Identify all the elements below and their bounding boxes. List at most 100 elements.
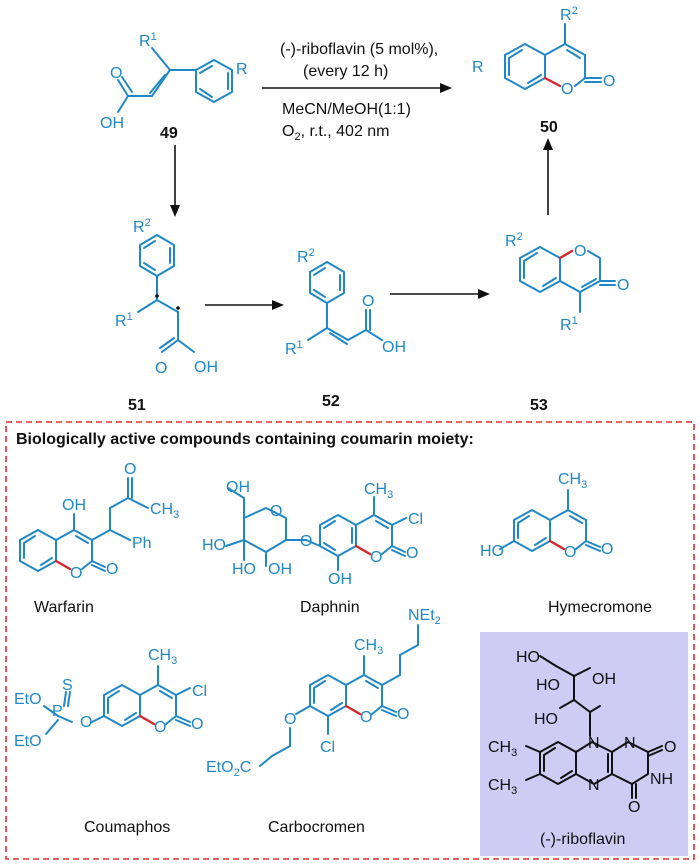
compound-50 (504, 23, 602, 90)
riboflavin-n5: N (588, 777, 600, 794)
warfarin-label: Warfarin (34, 599, 94, 616)
label-52: 52 (322, 393, 340, 410)
conditions-line2: (every 12 h) (303, 63, 388, 80)
o-label-49: O (110, 65, 122, 82)
r1-label-49: R1 (139, 31, 157, 50)
r1-label-51: R1 (115, 311, 133, 330)
hymecromone-structure (499, 489, 601, 552)
daphnin-structure (225, 487, 407, 571)
riboflavin-ch3-top: CH3 (488, 739, 517, 759)
carbocromen-cl: Cl (320, 739, 335, 756)
compound-49 (117, 47, 233, 113)
box-title: Biologically active compounds containing… (16, 431, 474, 448)
conditions-line1: (-)-riboflavin (5 mol%), (280, 41, 438, 58)
coumaphos-label: Coumaphos (84, 819, 170, 836)
riboflavin-n1: N (624, 735, 636, 752)
daphnin-ch3: CH3 (364, 481, 393, 501)
riboflavin-ho-bottom: HO (534, 711, 558, 728)
daphnin-ho-bottom: HO (232, 561, 256, 578)
r2-label-52: R2 (297, 247, 315, 266)
riboflavin-n10: N (588, 735, 600, 752)
hymecromone-ch3: CH3 (558, 471, 587, 491)
riboflavin-ch3-bottom: CH3 (488, 777, 517, 797)
warfarin-oh: OH (62, 497, 86, 514)
daphnin-oh-bottom: OH (328, 571, 352, 588)
o-label-52: O (362, 293, 374, 310)
daphnin-o-ring: O (270, 503, 282, 520)
carbocromen-o-ring: O (360, 709, 372, 726)
warfarin-o-carbonyl: O (106, 561, 118, 578)
coumaphos-p: P (52, 703, 63, 720)
o-carbonyl-53: O (617, 277, 629, 294)
compound-53 (519, 246, 616, 313)
riboflavin-nh: NH (650, 771, 673, 788)
riboflavin-label: (-)-riboflavin (540, 831, 625, 848)
daphnin-oh-right: OH (268, 561, 292, 578)
o-ring-50: O (561, 81, 573, 98)
carbocromen-ch3: CH3 (354, 637, 383, 657)
warfarin-ch3: CH3 (150, 501, 179, 521)
daphnin-o-carbonyl: O (406, 545, 418, 562)
carbocromen-label: Carbocromen (268, 819, 365, 836)
coumaphos-o: O (80, 714, 92, 731)
r1-label-53: R1 (560, 315, 578, 334)
daphnin-label: Daphnin (300, 599, 360, 616)
r-label-49: R (236, 61, 248, 78)
r-label-50: R (472, 59, 484, 76)
coumaphos-o-ring: O (154, 719, 166, 736)
compound-52 (307, 261, 383, 345)
conditions-line3: MeCN/MeOH(1:1) (282, 101, 411, 118)
o-carbonyl-50: O (603, 73, 615, 90)
coumaphos-structure (43, 665, 191, 735)
hymecromone-o-carbonyl: O (601, 541, 613, 558)
riboflavin-oh: OH (592, 671, 616, 688)
oh-label-52: OH (382, 339, 406, 356)
daphnin-oh-top: OH (226, 479, 250, 496)
r1-label-52: R1 (285, 339, 303, 358)
hymecromone-label: Hymecromone (548, 599, 652, 616)
label-51: 51 (128, 397, 146, 414)
warfarin-ph: Ph (132, 535, 152, 552)
r2-label-53: R2 (505, 231, 523, 250)
label-50: 50 (540, 119, 558, 136)
daphnin-cl: Cl (408, 511, 423, 528)
warfarin-o-ring: O (70, 565, 82, 582)
daphnin-o-ring2: O (370, 549, 382, 566)
carbocromen-structure (259, 624, 419, 767)
daphnin-o-link: O (300, 533, 312, 550)
coumaphos-cl: Cl (192, 683, 207, 700)
o-ring-53: O (574, 243, 586, 260)
label-53: 53 (530, 397, 548, 414)
oh-label-49: OH (100, 115, 124, 132)
daphnin-ho-left: HO (202, 537, 226, 554)
label-49: 49 (160, 125, 178, 142)
carbocromen-o-ether: O (284, 711, 296, 728)
carbocromen-net2: NEt2 (408, 607, 441, 627)
examples-box (5, 421, 695, 860)
riboflavin-o2: O (664, 739, 676, 756)
coumaphos-eto-top: EtO (14, 691, 42, 708)
r2-label-51: R2 (133, 217, 151, 236)
compound-51 (137, 234, 195, 353)
oh-label-51: OH (194, 359, 218, 376)
riboflavin-ho-mid: HO (536, 677, 560, 694)
riboflavin-ho-top: HO (516, 649, 540, 666)
riboflavin-structure (525, 655, 663, 799)
coumaphos-s: S (62, 677, 73, 694)
hymecromone-ho: HO (480, 543, 504, 560)
carbocromen-o-carbonyl: O (397, 706, 409, 723)
reaction-arrow-head (440, 83, 452, 93)
riboflavin-panel (480, 632, 688, 856)
hymecromone-o-ring: O (564, 544, 576, 561)
carbocromen-eto2c: EtO2C (206, 759, 251, 779)
riboflavin-o4: O (628, 799, 640, 816)
r2-label-50: R2 (560, 5, 578, 24)
o-label-51: O (155, 360, 167, 377)
warfarin-o: O (124, 461, 136, 478)
coumaphos-eto-bottom: EtO (14, 733, 42, 750)
coumaphos-ch3: CH3 (148, 647, 177, 667)
conditions-line4: O2, r.t., 402 nm (282, 123, 390, 143)
warfarin-structure (19, 477, 149, 572)
coumaphos-o-carbonyl: O (191, 716, 203, 733)
